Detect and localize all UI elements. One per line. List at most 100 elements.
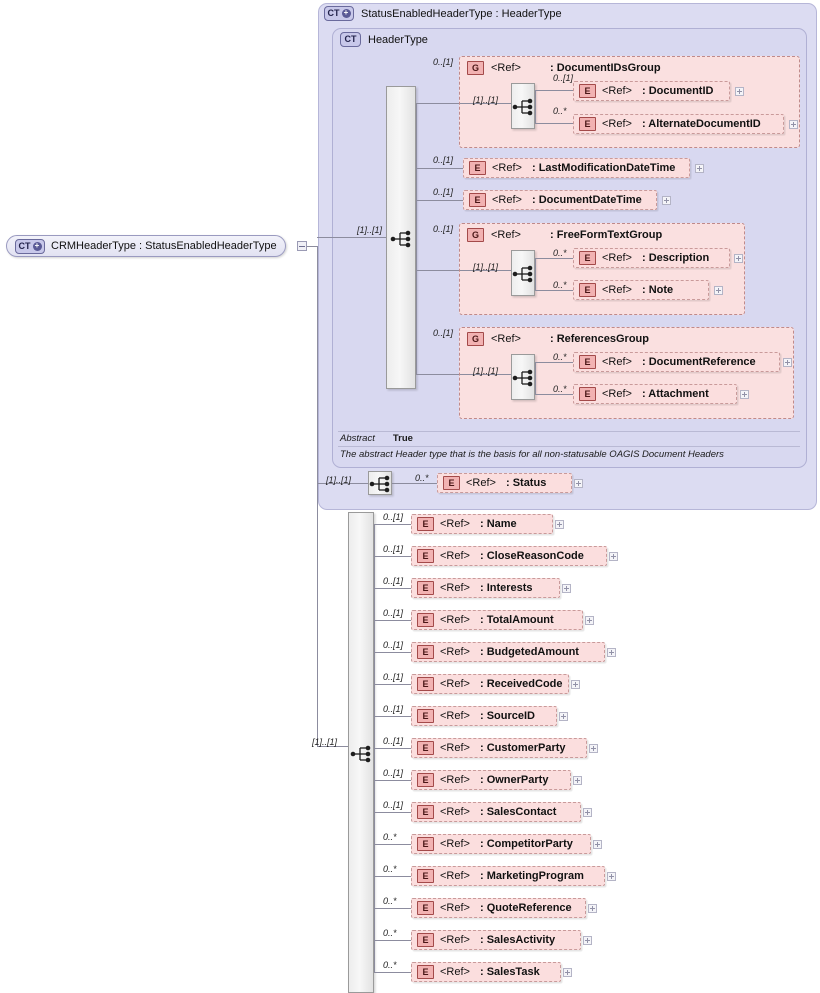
connector-line (374, 524, 411, 525)
status-enabled-header-type-title: CT+StatusEnabledHeaderType : HeaderType (324, 6, 562, 21)
element-name-label: : Note (641, 284, 674, 296)
documentidsgroup-sequence[interactable] (511, 83, 535, 129)
connector-line (374, 844, 411, 845)
element-name[interactable]: E<Ref>: Name (411, 514, 553, 534)
connector-line (535, 290, 573, 291)
cardinality-documentreference: 0..* (553, 352, 567, 362)
cardinality-interests: 0..[1] (383, 576, 404, 586)
status-sequence-cardinality: [1]..[1] (326, 475, 352, 485)
expand-documentdatetime-icon[interactable] (662, 196, 671, 205)
sequence-connector-icon (369, 475, 390, 493)
expand-interests-icon[interactable] (562, 584, 571, 593)
expand-salesactivity-icon[interactable] (583, 936, 592, 945)
expand-description-icon[interactable] (734, 254, 743, 263)
expand-documentid-icon[interactable] (735, 87, 744, 96)
cardinality-attachment: 0..* (553, 384, 567, 394)
element-lastmodificationdatetime[interactable]: E<Ref>: LastModificationDateTime (463, 158, 690, 178)
connector-line (374, 620, 411, 621)
element-ref-label: <Ref> (466, 477, 496, 489)
expand-note-icon[interactable] (714, 286, 723, 295)
sequence-connector-icon (512, 98, 533, 116)
connector-line (535, 270, 536, 290)
element-badge-icon: E (417, 645, 434, 659)
element-documentid[interactable]: E<Ref>: DocumentID (573, 81, 730, 101)
element-salestask[interactable]: E<Ref>: SalesTask (411, 962, 561, 982)
expand-attachment-icon[interactable] (740, 390, 749, 399)
expand-marketingprogram-icon[interactable] (607, 872, 616, 881)
element-documentdatetime[interactable]: E<Ref>: DocumentDateTime (463, 190, 657, 210)
expand-budgetedamount-icon[interactable] (607, 648, 616, 657)
group-cardinality-referencesgroup: 0..[1] (433, 328, 454, 338)
group-seq-cardinality-referencesgroup: [1]..[1] (473, 366, 499, 376)
root-node-crmheadertype[interactable]: CT+CRMHeaderType : StatusEnabledHeaderTy… (6, 235, 286, 257)
element-totalamount[interactable]: E<Ref>: TotalAmount (411, 610, 583, 630)
group-cardinality-documentidsgroup: 0..[1] (433, 57, 454, 67)
group-cardinality-freeformtextgroup: 0..[1] (433, 224, 454, 234)
cardinality-marketingprogram: 0..* (383, 864, 397, 874)
element-closereasoncode[interactable]: E<Ref>: CloseReasonCode (411, 546, 607, 566)
freeformtextgroup-sequence[interactable] (511, 250, 535, 296)
expand-sourceid-icon[interactable] (559, 712, 568, 721)
connector-line (416, 168, 463, 169)
element-sourceid[interactable]: E<Ref>: SourceID (411, 706, 557, 726)
element-quotereference[interactable]: E<Ref>: QuoteReference (411, 898, 586, 918)
collapse-minus-icon[interactable] (297, 241, 307, 251)
connector-line (374, 588, 411, 589)
element-note[interactable]: E<Ref>: Note (573, 280, 709, 300)
connector-line (317, 483, 368, 484)
element-alternatedocumentid[interactable]: E<Ref>: AlternateDocumentID (573, 114, 784, 134)
expand-quotereference-icon[interactable] (588, 904, 597, 913)
connector-line (374, 748, 411, 749)
element-ref-label: <Ref> (440, 646, 470, 658)
expand-salescontact-icon[interactable] (583, 808, 592, 817)
connector-line (535, 394, 573, 395)
group-title-referencesgroup: G<Ref>: ReferencesGroup (467, 332, 649, 346)
element-badge-icon: E (417, 709, 434, 723)
expand-name-icon[interactable] (555, 520, 564, 529)
element-marketingprogram[interactable]: E<Ref>: MarketingProgram (411, 866, 605, 886)
expand-status-icon[interactable] (574, 479, 583, 488)
element-badge-icon: E (579, 117, 596, 131)
element-competitorparty[interactable]: E<Ref>: CompetitorParty (411, 834, 591, 854)
expand-competitorparty-icon[interactable] (593, 840, 602, 849)
element-name-label: : SourceID (479, 710, 535, 722)
status-enabled-sequence[interactable] (368, 471, 392, 495)
group-ref-label: <Ref> (491, 333, 521, 345)
element-interests[interactable]: E<Ref>: Interests (411, 578, 560, 598)
expand-customerparty-icon[interactable] (589, 744, 598, 753)
header-type-sequence[interactable] (386, 86, 416, 389)
element-attachment[interactable]: E<Ref>: Attachment (573, 384, 737, 404)
element-budgetedamount[interactable]: E<Ref>: BudgetedAmount (411, 642, 605, 662)
expand-lastmodificationdatetime-icon[interactable] (695, 164, 704, 173)
element-badge-icon: E (417, 773, 434, 787)
element-receivedcode[interactable]: E<Ref>: ReceivedCode (411, 674, 569, 694)
connector-line (374, 684, 411, 685)
element-status[interactable]: E<Ref>: Status (437, 473, 572, 493)
connector-line (535, 90, 536, 104)
element-description[interactable]: E<Ref>: Description (573, 248, 730, 268)
expand-alternatedocumentid-icon[interactable] (789, 120, 798, 129)
cardinality-salescontact: 0..[1] (383, 800, 404, 810)
group-name-label: : DocumentIDsGroup (549, 62, 661, 74)
element-salescontact[interactable]: E<Ref>: SalesContact (411, 802, 581, 822)
element-badge-icon: E (443, 476, 460, 490)
expand-ownerparty-icon[interactable] (573, 776, 582, 785)
referencesgroup-sequence[interactable] (511, 354, 535, 400)
connector-line (374, 780, 411, 781)
element-badge-icon: E (469, 193, 486, 207)
crm-sequence[interactable] (348, 512, 374, 993)
meta-separator (338, 431, 800, 432)
element-salesactivity[interactable]: E<Ref>: SalesActivity (411, 930, 581, 950)
element-customerparty[interactable]: E<Ref>: CustomerParty (411, 738, 587, 758)
expand-receivedcode-icon[interactable] (571, 680, 580, 689)
expand-totalamount-icon[interactable] (585, 616, 594, 625)
element-ownerparty[interactable]: E<Ref>: OwnerParty (411, 770, 571, 790)
sequence-connector-icon (350, 745, 371, 762)
group-badge-icon: G (467, 332, 484, 346)
expand-salestask-icon[interactable] (563, 968, 572, 977)
element-documentreference[interactable]: E<Ref>: DocumentReference (573, 352, 780, 372)
expand-documentreference-icon[interactable] (783, 358, 792, 367)
cardinality-budgetedamount: 0..[1] (383, 640, 404, 650)
connector-line (460, 270, 511, 271)
expand-closereasoncode-icon[interactable] (609, 552, 618, 561)
